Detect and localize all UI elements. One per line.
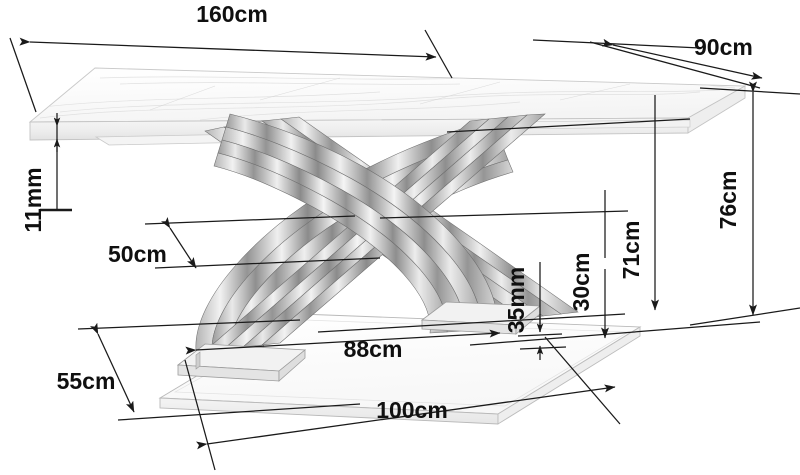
dimension-label-100cm: 100cm <box>376 397 448 423</box>
dimtick-35mm-b <box>519 346 567 350</box>
dimension-label-55cm: 55cm <box>57 368 116 394</box>
dimline-100 <box>196 384 616 450</box>
dimline-88 <box>185 329 501 355</box>
dimline-55 <box>89 322 135 413</box>
dimension-label-35mm: 35mm <box>503 267 529 333</box>
dimension-label-50cm: 50cm <box>108 241 167 267</box>
dimension-label-90cm: 90cm <box>694 34 753 60</box>
dimension-labels: 160cm 90cm 11mm 50cm 88cm 100cm 55cm 35m… <box>20 1 753 423</box>
ext-71-top <box>379 210 629 219</box>
dimtick-35mm-a <box>517 333 563 337</box>
dimension-label-30cm: 30cm <box>568 253 594 312</box>
ext-160-left <box>9 37 37 113</box>
foot-right <box>420 301 542 335</box>
ext-76-bottom <box>689 307 800 326</box>
dimline-90 <box>601 38 763 80</box>
dimension-lines <box>9 29 800 471</box>
dimension-label-76cm: 76cm <box>715 171 741 230</box>
dimline-50 <box>160 217 197 269</box>
dimension-label-88cm: 88cm <box>344 336 403 362</box>
cross-strand-curve-front <box>213 113 498 334</box>
ext-bottom-ref <box>469 321 761 346</box>
ext-76-top <box>699 87 800 95</box>
ext-30-top <box>317 313 626 333</box>
dimline-160 <box>19 37 437 61</box>
cross-base <box>176 113 579 382</box>
dimension-label-160cm: 160cm <box>196 1 268 27</box>
dimension-label-71cm: 71cm <box>618 221 644 280</box>
ext-71-topline <box>446 118 691 133</box>
dimension-label-11mm: 11mm <box>20 167 46 232</box>
